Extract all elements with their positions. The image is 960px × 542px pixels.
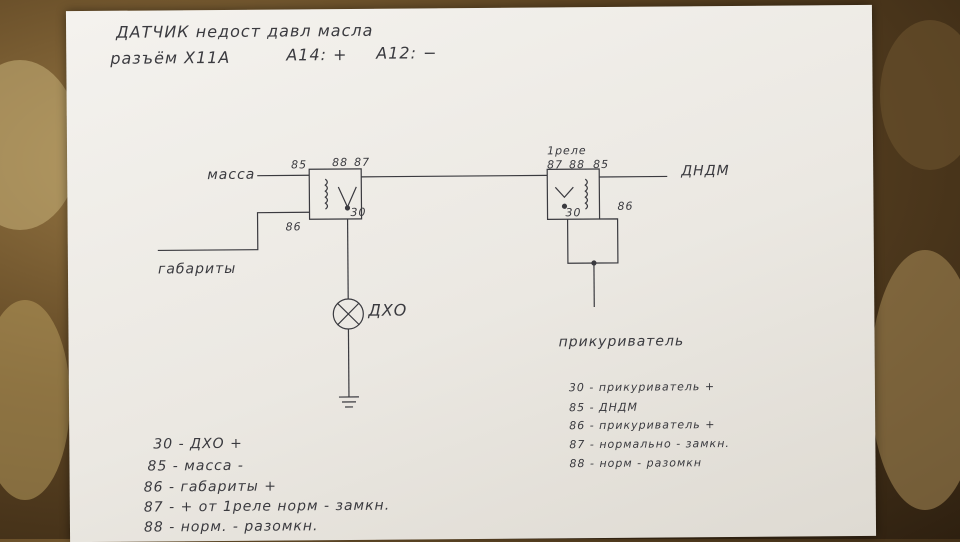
legend-right-row: 87 - нормально - замкн.: [569, 438, 730, 450]
left-relay-switch: [338, 187, 356, 207]
right-pin-85: 85: [593, 159, 609, 170]
right-pin-30: 30: [565, 207, 581, 218]
right-pin-87: 87: [547, 159, 563, 170]
left-relay-coil: [325, 179, 327, 209]
right-pin-86: 86: [617, 201, 633, 212]
wire-loop: [568, 219, 618, 263]
fabric-pattern: [870, 250, 960, 510]
wire-label-gabarity: габариты: [158, 262, 236, 277]
wire-label-dndm: ДНДМ: [681, 164, 730, 178]
legend-left-row: 86 - габариты +: [144, 480, 277, 495]
ground-symbol: [339, 397, 359, 407]
wire-relay-link: [361, 175, 547, 176]
legend-left-row: 88 - норм. - разомкн.: [144, 519, 319, 534]
right-pin-88: 88: [569, 159, 585, 170]
left-pin-85: 85: [291, 159, 307, 170]
wire-label-massa: масса: [207, 168, 255, 182]
right-relay-switch: [555, 187, 573, 197]
right-relay-coil: [585, 179, 587, 209]
right-relay-title: 1реле: [547, 145, 587, 156]
legend-right-row: 88 - норм - разомкн: [569, 457, 702, 469]
fabric-pattern: [0, 300, 70, 500]
left-pin-87: 87: [354, 157, 370, 168]
legend-right-row: 86 - прикуриватель +: [569, 419, 715, 431]
legend-left-row: 87 - + от 1реле норм - замкн.: [144, 499, 390, 515]
lamp-label: ДХО: [368, 303, 407, 319]
legend-left-row: 30 - ДХО +: [153, 437, 243, 452]
paper-sheet: ДАТЧИК недост давл масла разъём X11A А14…: [66, 5, 876, 542]
wire-dndm: [599, 176, 667, 177]
left-pin-30: 30: [350, 207, 366, 218]
legend-right-row: 85 - ДНДМ: [569, 402, 638, 414]
legend-right-row: 30 - прикуриватель +: [569, 381, 715, 393]
wire-label-prikurivatel: прикуриватель: [558, 334, 684, 349]
legend-left-row: 85 - масса -: [147, 459, 243, 474]
fabric-pattern: [880, 20, 960, 170]
wire-ground: [348, 329, 349, 397]
left-pin-88: 88: [332, 157, 348, 168]
left-pin-86: 86: [286, 221, 302, 232]
wire-30-left: [348, 219, 349, 299]
